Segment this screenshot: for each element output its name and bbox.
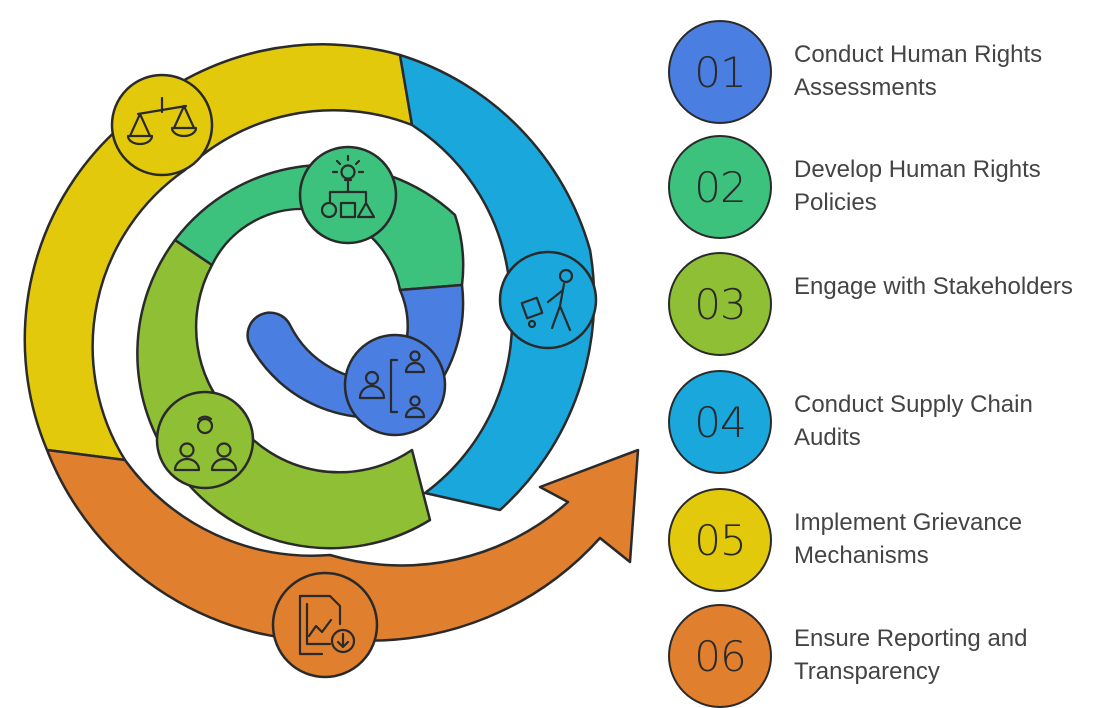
handshake-people-icon: [173, 415, 238, 472]
segment-06: [45, 448, 640, 643]
step-label: Conduct Human Rights Assessments: [794, 41, 1043, 101]
step-badge-02: 02: [668, 135, 772, 239]
step-badge-01: 01: [668, 20, 772, 124]
step-number: 03: [694, 279, 746, 329]
person-pushing-cart-icon: [520, 268, 574, 332]
step-label: Conduct Supply Chain Audits: [794, 391, 1033, 451]
bubble-04: [498, 250, 598, 350]
bubble-02: [298, 145, 398, 245]
step-badge-03: 03: [668, 252, 772, 356]
step-number: 05: [694, 515, 746, 565]
step-04: 04 Conduct Supply Chain Audits: [668, 370, 1098, 474]
spiral-diagram: [23, 43, 640, 679]
step-05: 05 Implement Grievance Mechanisms: [668, 488, 1098, 592]
step-02: 02 Develop Human Rights Policies: [668, 135, 1098, 239]
step-number: 02: [694, 162, 746, 212]
bubble-05: [110, 73, 214, 177]
lightbulb-flowchart-icon: [320, 154, 376, 219]
step-badge-04: 04: [668, 370, 772, 474]
step-label: Develop Human Rights Policies: [794, 156, 1041, 216]
step-number: 04: [694, 397, 746, 447]
step-badge-06: 06: [668, 604, 772, 708]
bubble-03: [155, 390, 255, 490]
bubble-01: [343, 333, 447, 437]
step-03: 03 Engage with Stakeholders: [668, 252, 1098, 356]
segment-04: [398, 53, 596, 512]
step-number: 06: [694, 631, 746, 681]
report-chart-download-icon: [298, 594, 356, 656]
people-hierarchy-icon: [358, 350, 426, 419]
step-badge-05: 05: [668, 488, 772, 592]
step-number: 01: [694, 47, 746, 97]
step-01: 01 Conduct Human Rights Assessments: [668, 20, 1098, 124]
step-label: Implement Grievance Mechanisms: [794, 509, 1023, 569]
bubble-06: [271, 571, 379, 679]
step-06: 06 Ensure Reporting and Transparency: [668, 604, 1098, 708]
steps-list: 01 Conduct Human Rights Assessments 02 D…: [668, 0, 1106, 708]
step-label: Ensure Reporting and Transparency: [794, 625, 1028, 685]
step-label: Engage with Stakeholders: [794, 273, 1073, 300]
balance-scale-icon: [126, 96, 198, 146]
